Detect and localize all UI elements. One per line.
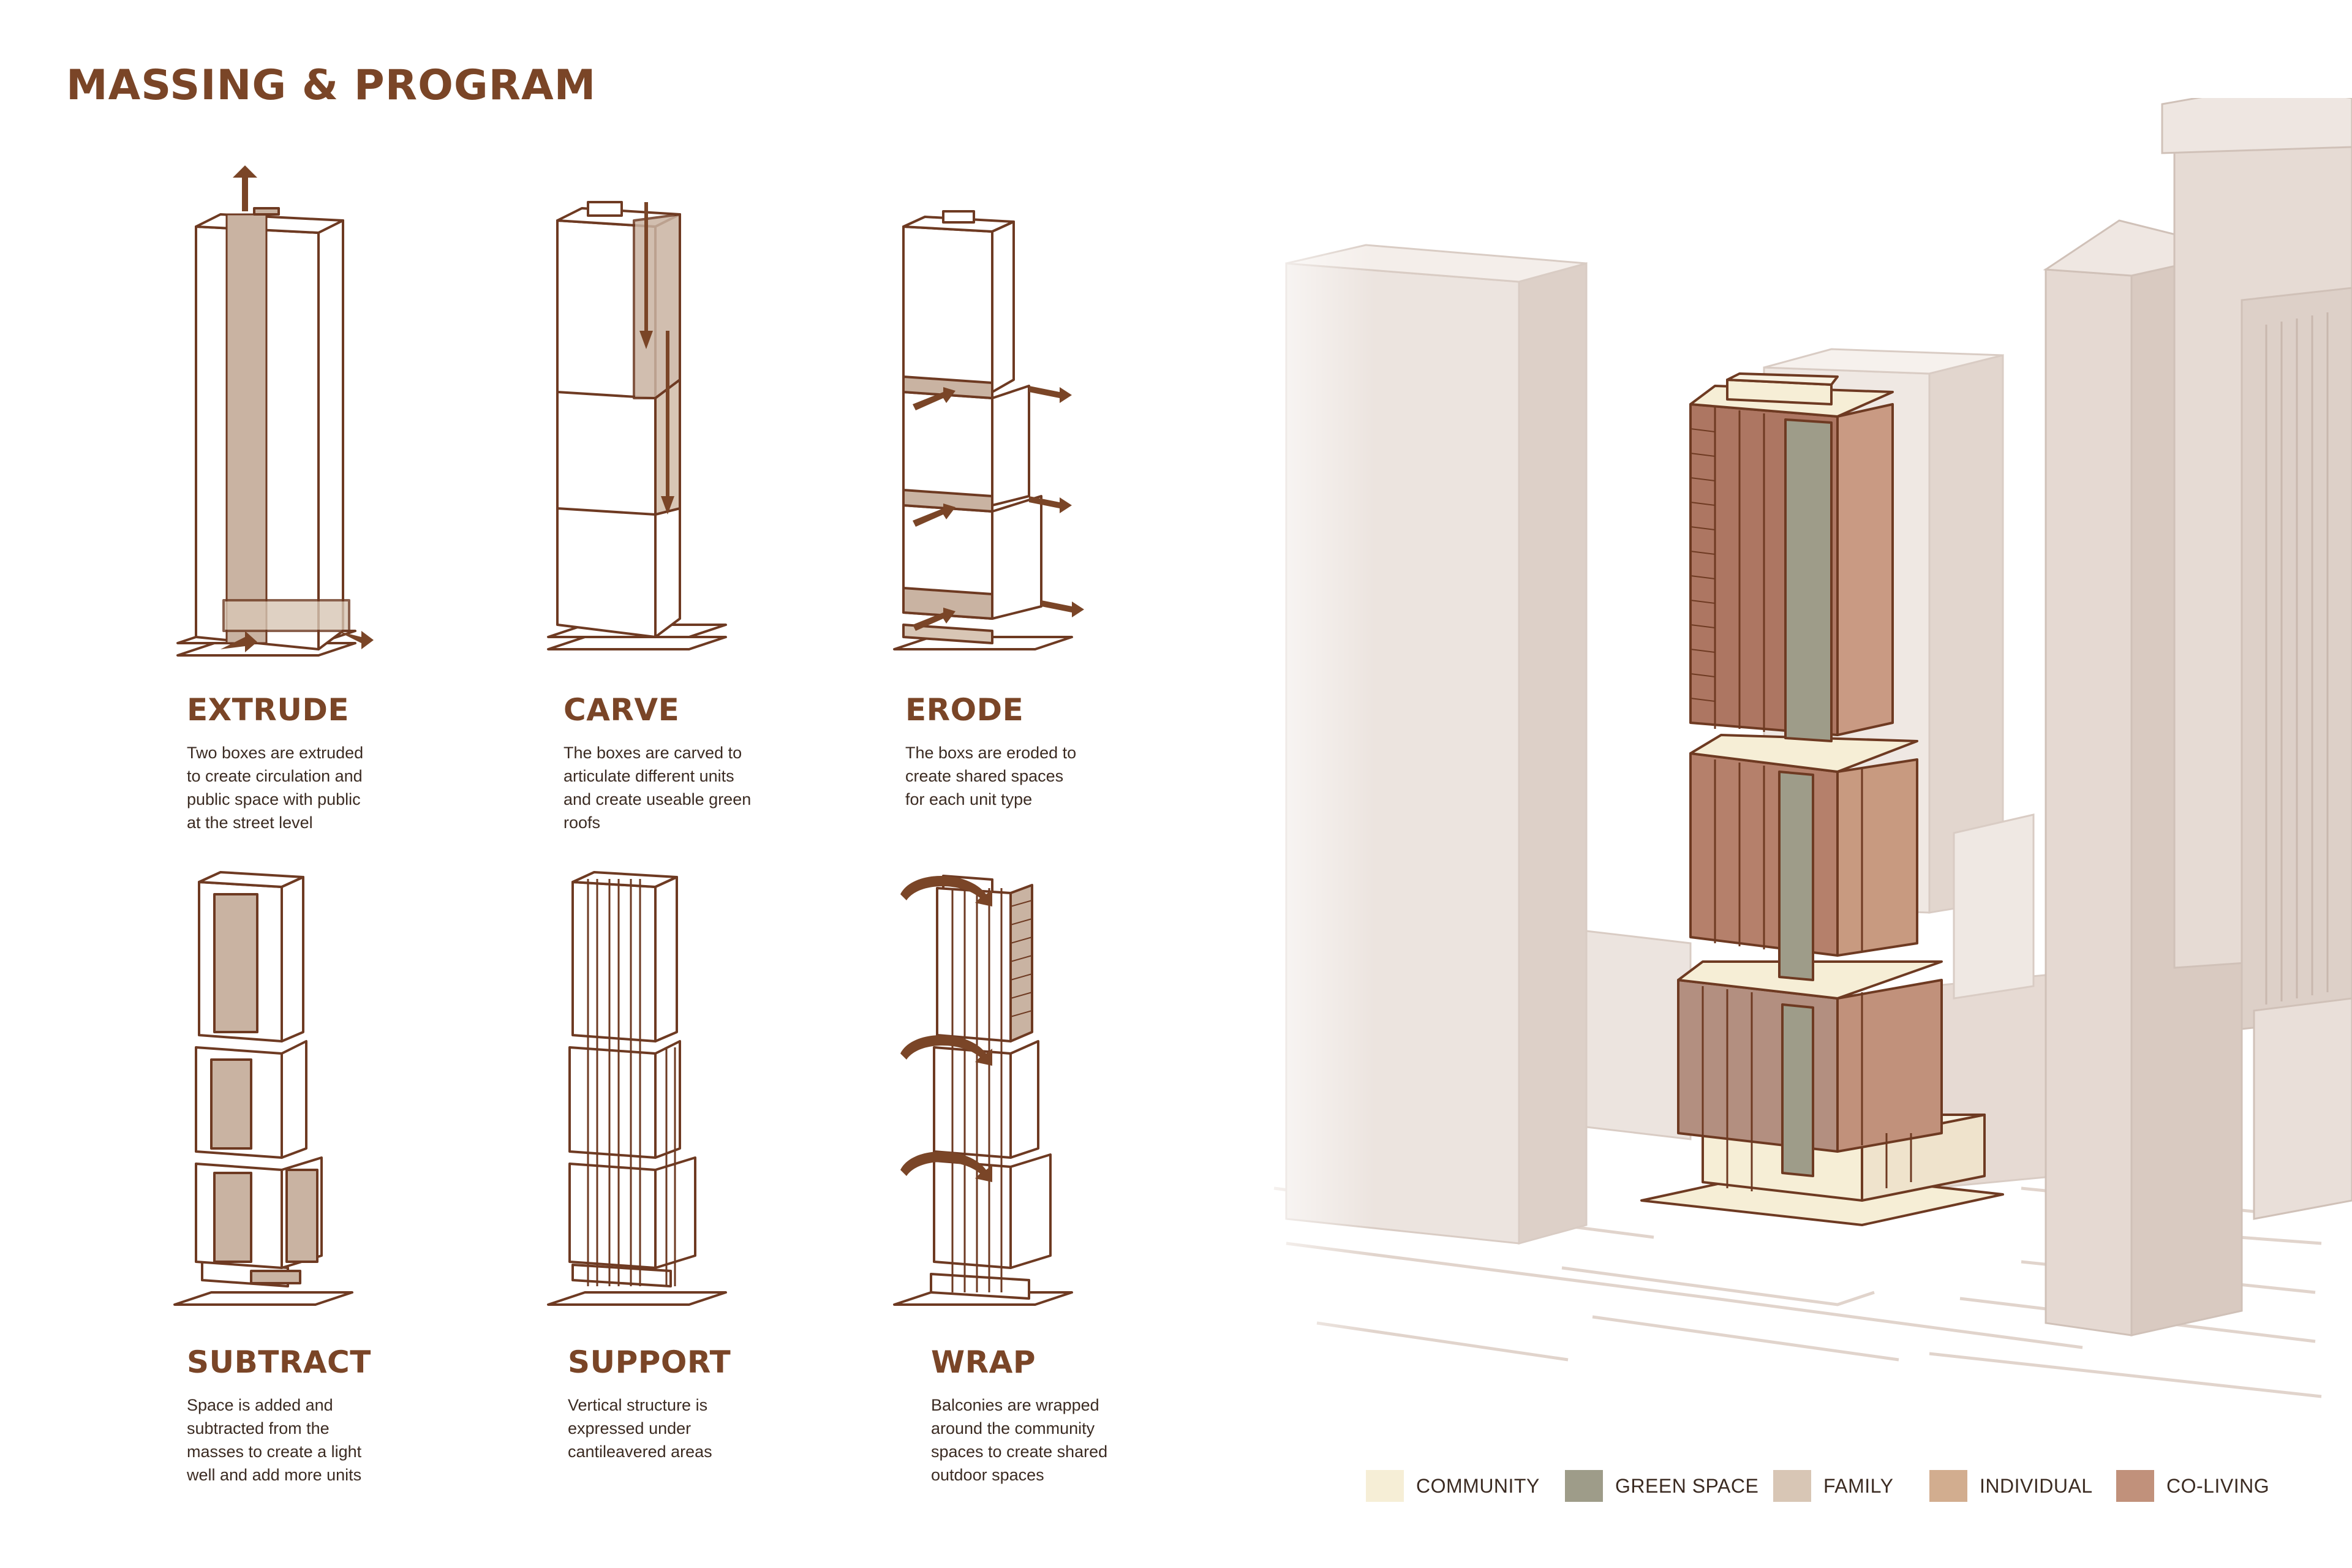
legend-green-space: GREEN SPACE	[1565, 1470, 1758, 1502]
step-description: Space is added and subtracted from the m…	[187, 1396, 362, 1484]
step-description: The boxs are eroded to create shared spa…	[905, 744, 1077, 809]
extrude-diagram	[176, 165, 374, 657]
carve-diagram	[547, 201, 727, 650]
swatch-green-space	[1565, 1470, 1603, 1502]
wrap-diagram	[893, 875, 1073, 1306]
legend-label: FAMILY	[1823, 1474, 1894, 1497]
step-title: ERODE	[905, 692, 1024, 728]
swatch-co-living	[2116, 1470, 2154, 1502]
step-title: EXTRUDE	[187, 692, 350, 728]
step-wrap: WRAP Balconies are wrapped around the co…	[931, 1344, 1176, 1487]
legend-label: INDIVIDUAL	[1980, 1474, 2093, 1497]
subtract-diagram	[173, 871, 353, 1306]
legend-label: GREEN SPACE	[1615, 1474, 1759, 1497]
erode-diagram	[893, 210, 1084, 650]
support-diagram	[547, 871, 727, 1306]
step-support: SUPPORT Vertical structure is expressed …	[568, 1344, 813, 1463]
swatch-community	[1366, 1470, 1404, 1502]
legend-family: FAMILY	[1773, 1470, 1893, 1502]
step-title: CARVE	[564, 692, 680, 728]
step-erode: ERODE The boxs are eroded to create shar…	[905, 692, 1150, 811]
step-title: WRAP	[931, 1344, 1036, 1380]
step-extrude: EXTRUDE Two boxes are extruded to create…	[187, 692, 432, 834]
legend-label: CO-LIVING	[2166, 1474, 2270, 1497]
step-description: Two boxes are extruded to create circula…	[187, 744, 364, 832]
step-title: SUPPORT	[568, 1344, 731, 1380]
legend-individual: INDIVIDUAL	[1929, 1470, 2093, 1502]
step-subtract: SUBTRACT Space is added and subtracted f…	[187, 1344, 432, 1487]
step-title: SUBTRACT	[187, 1344, 371, 1380]
site-axonometric	[1225, 98, 2352, 1421]
step-description: Vertical structure is expressed under ca…	[568, 1396, 712, 1461]
page-title: MASSING & PROGRAM	[66, 61, 597, 110]
swatch-individual	[1929, 1470, 1967, 1502]
legend-community: COMMUNITY	[1366, 1470, 1540, 1502]
step-carve: CARVE The boxes are carved to articulate…	[564, 692, 809, 834]
step-description: Balconies are wrapped around the communi…	[931, 1396, 1108, 1484]
legend-label: COMMUNITY	[1416, 1474, 1540, 1497]
step-description: The boxes are carved to articulate diffe…	[564, 744, 752, 832]
legend-co-living: CO-LIVING	[2116, 1470, 2269, 1502]
swatch-family	[1773, 1470, 1811, 1502]
